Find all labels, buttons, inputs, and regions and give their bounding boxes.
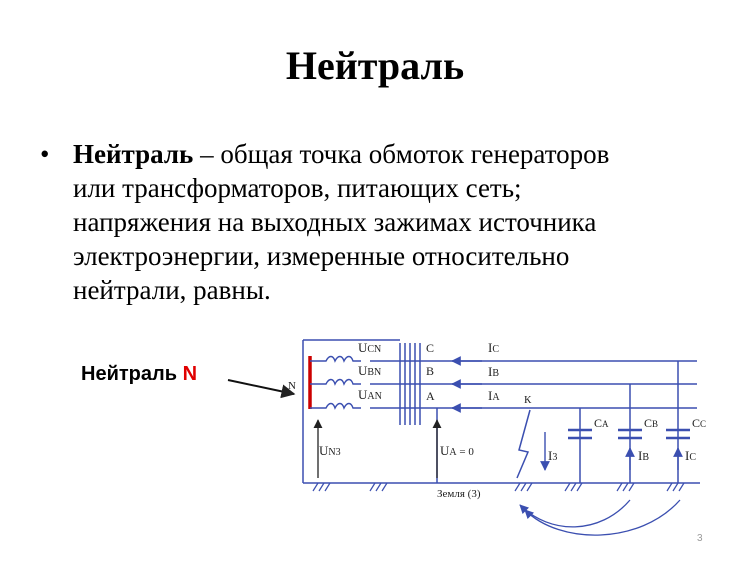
current-arrows bbox=[451, 356, 482, 413]
definition-line-1: – общая точка обмоток генераторов bbox=[193, 139, 610, 169]
fault-label: К bbox=[524, 394, 532, 406]
phase-label-a: A bbox=[426, 389, 435, 403]
un3-label: UN3 bbox=[319, 443, 341, 458]
capacitors bbox=[568, 428, 690, 440]
ib-label: IB bbox=[638, 448, 649, 463]
cap-label-a: CA bbox=[594, 416, 609, 430]
bullet-item: • Нейтраль – общая точка обмоток генерат… bbox=[40, 137, 720, 307]
i3-label: I3 bbox=[548, 448, 557, 463]
fault-lightning bbox=[516, 409, 531, 479]
return-current-arc-1 bbox=[519, 499, 631, 528]
winding-label-an: UAN bbox=[358, 387, 382, 402]
definition-line-5: нейтрали, равны. bbox=[73, 275, 271, 305]
current-label-b: IB bbox=[488, 364, 499, 379]
phase-label-b: B bbox=[426, 364, 434, 378]
slide-title: Нейтраль bbox=[285, 43, 465, 88]
ua-label: UA = 0 bbox=[440, 443, 474, 458]
term-neutral: Нейтраль bbox=[73, 139, 194, 169]
source-frame bbox=[302, 339, 400, 483]
winding-label-bn: UBN bbox=[358, 363, 381, 378]
ground-hatching bbox=[312, 482, 685, 492]
phase-lines bbox=[370, 360, 697, 409]
vertical-wires bbox=[436, 361, 679, 483]
cap-label-b: CB bbox=[644, 416, 658, 430]
callout-text: Нейтраль bbox=[81, 363, 183, 385]
page-number: 3 bbox=[697, 533, 703, 544]
callout-letter: N bbox=[182, 363, 198, 385]
winding-label-cn: UCN bbox=[358, 340, 381, 355]
windings bbox=[310, 355, 361, 410]
cap-label-c: CC bbox=[692, 416, 706, 430]
bullet-text: Нейтраль – общая точка обмоток генератор… bbox=[73, 137, 720, 307]
ground-label: Земля (3) bbox=[437, 488, 481, 500]
phase-label-c: C bbox=[426, 341, 434, 355]
definition-line-4: электроэнергии, измеренные относительно bbox=[73, 241, 570, 271]
definition-line-3: напряжения на выходных зажимах источника bbox=[73, 207, 597, 237]
current-label-a: IA bbox=[488, 388, 500, 403]
callout-arrow bbox=[227, 379, 296, 399]
ic-label: IC bbox=[685, 448, 696, 463]
bullet-symbol: • bbox=[40, 139, 50, 169]
current-label-c: IC bbox=[488, 340, 499, 355]
definition-line-2: или трансформаторов, питающих сеть; bbox=[73, 173, 522, 203]
neutral-label: N bbox=[288, 380, 296, 392]
return-current-arc-2 bbox=[524, 499, 681, 536]
neutral-callout: Нейтраль N bbox=[81, 363, 197, 386]
